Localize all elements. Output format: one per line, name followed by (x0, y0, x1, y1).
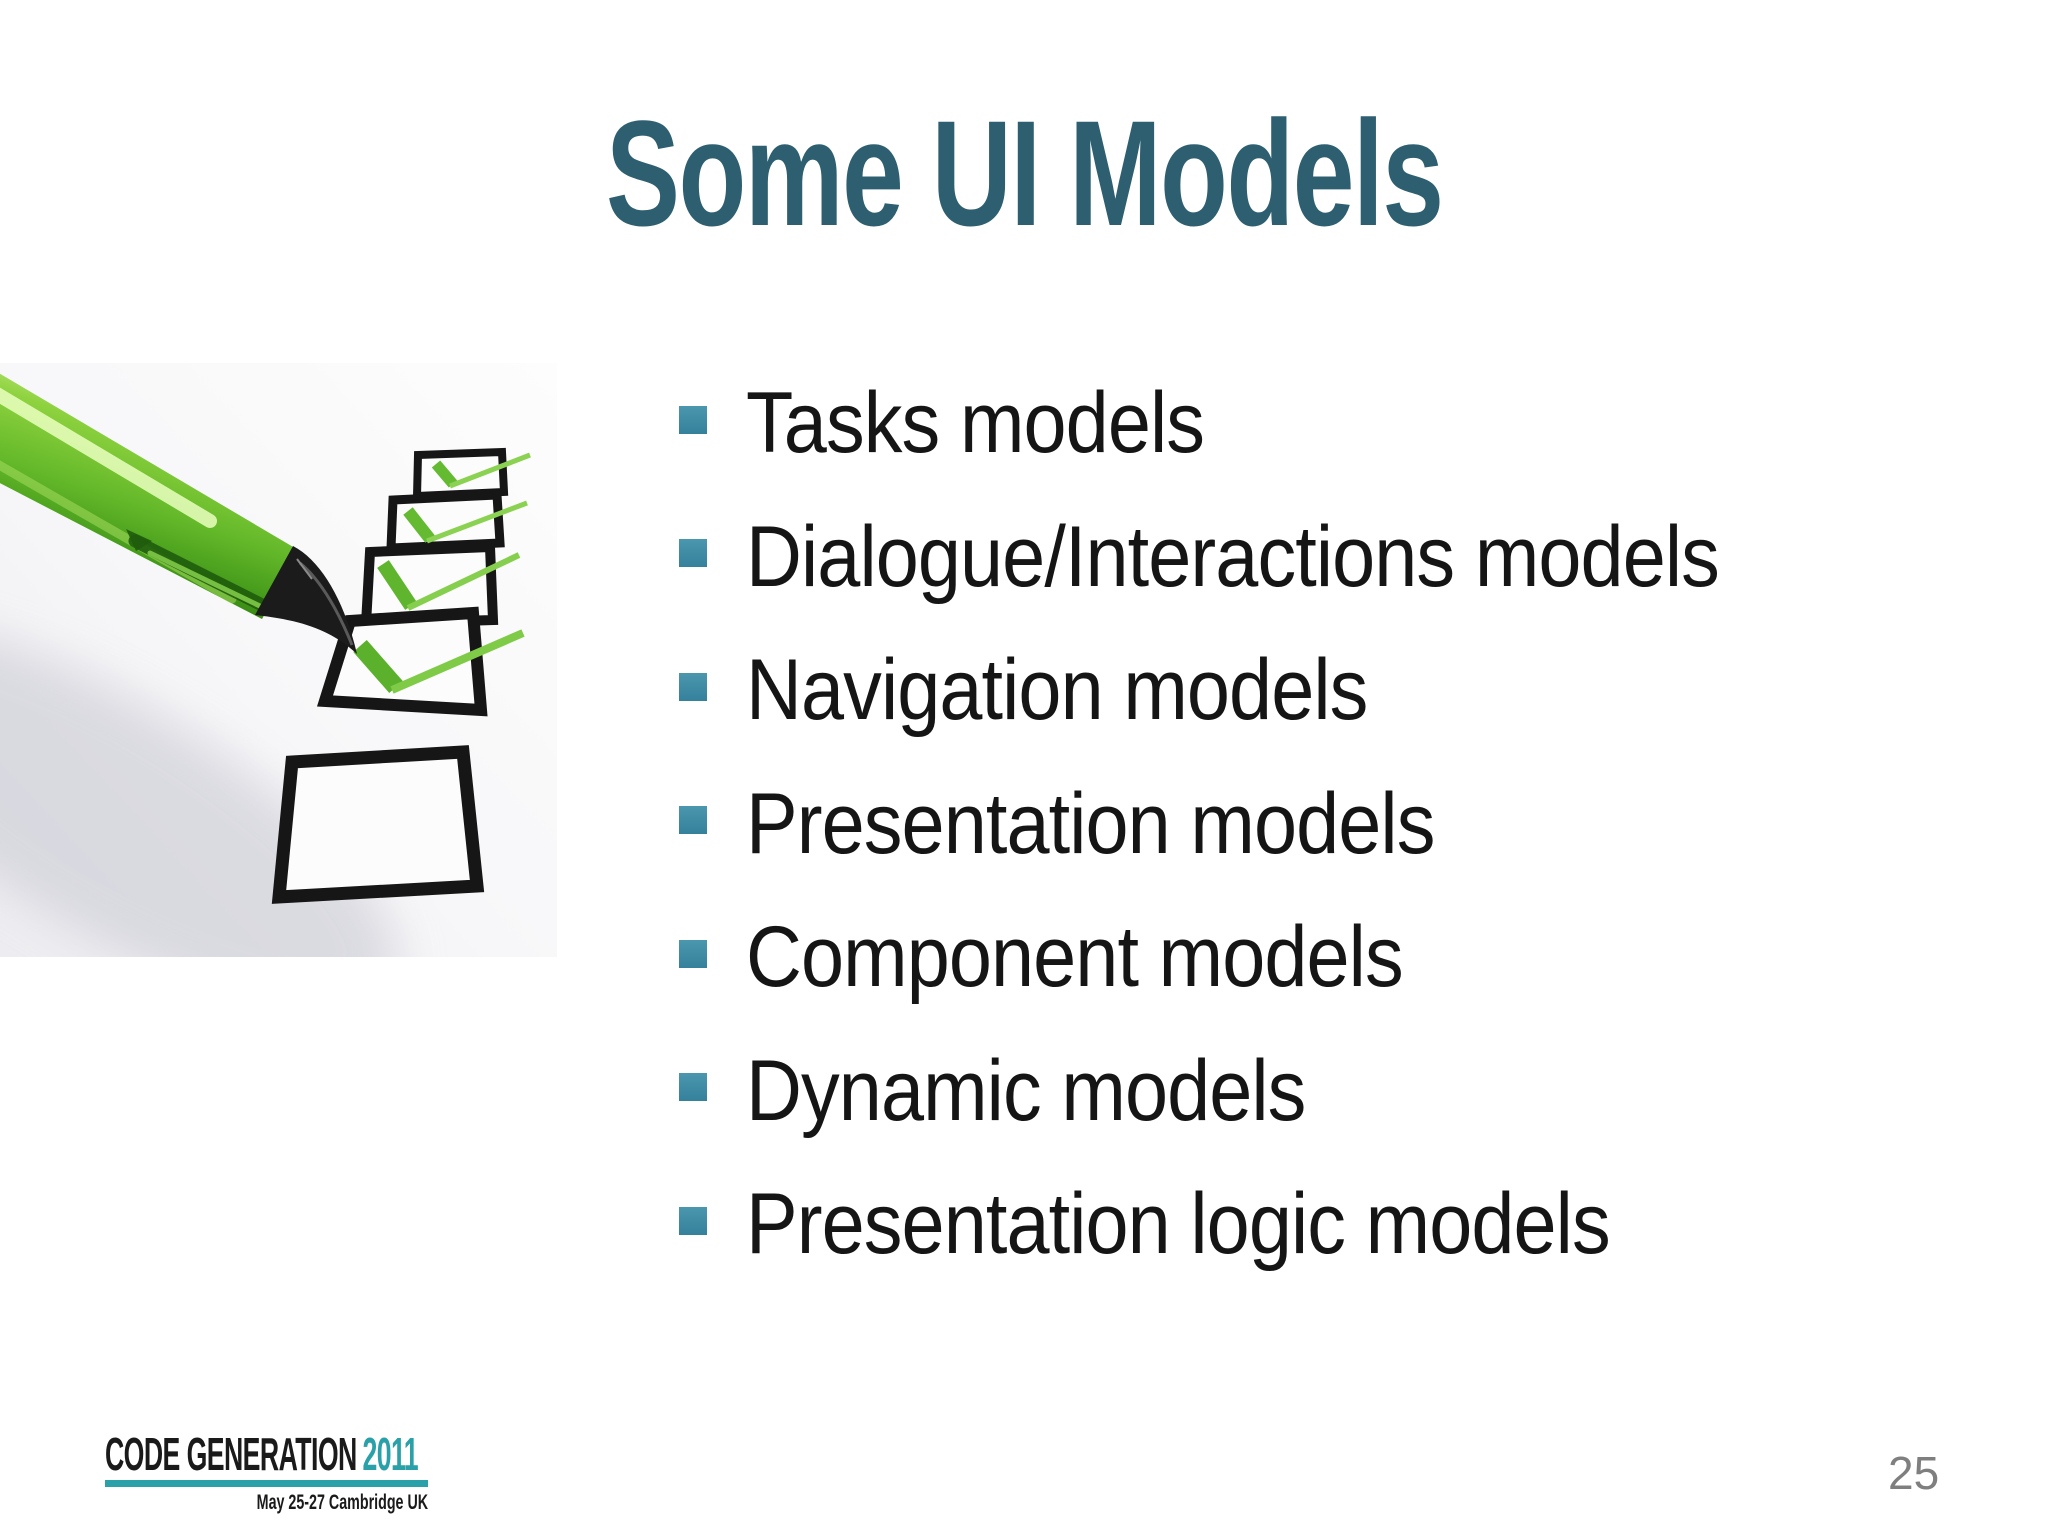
checkmark-icon (403, 500, 528, 544)
bullet-square-icon (679, 405, 707, 434)
checkbox-empty-icon (271, 745, 485, 904)
list-item: Dialogue/Interactions models (679, 491, 1827, 625)
logo-divider (105, 1480, 428, 1487)
list-item: Navigation models (679, 624, 1827, 758)
page-title: Some UI Models (605, 89, 1444, 257)
bullet-label: Dialogue/Interactions models (746, 508, 1720, 605)
pen-icon (0, 373, 357, 654)
list-item: Component models (679, 891, 1827, 1025)
bullet-square-icon (679, 1073, 707, 1102)
checkmark-icon (431, 452, 531, 489)
bullet-square-icon (679, 939, 707, 968)
checkbox-checked-icon (386, 490, 505, 553)
checkbox-checked-icon (412, 447, 509, 501)
bullet-label: Dynamic models (746, 1042, 1306, 1139)
checklist-image (0, 363, 557, 957)
checkmark-icon (377, 552, 521, 611)
logo-tagline: May 25-27 Cambridge UK (256, 1491, 428, 1514)
list-item: Tasks models (679, 357, 1827, 491)
checkbox-checked-icon (360, 541, 499, 630)
checkbox-checked-icon (316, 606, 488, 717)
checkmark-icon (353, 629, 525, 694)
pen-shadow (0, 621, 399, 957)
bullet-square-icon (679, 806, 707, 835)
bullet-label: Component models (746, 909, 1404, 1006)
bullet-label: Presentation logic models (746, 1176, 1611, 1273)
bullet-square-icon (679, 1206, 707, 1235)
title-row: Some UI Models (0, 89, 2048, 257)
bullet-list: Tasks models Dialogue/Interactions model… (679, 357, 1827, 1292)
logo-tagline-row: May 25-27 Cambridge UK (105, 1491, 428, 1515)
page-number: 25 (1888, 1447, 1940, 1499)
list-item: Presentation logic models (679, 1158, 1827, 1292)
bullet-label: Presentation models (746, 775, 1435, 872)
logo-name: CODE GENERATION (105, 1428, 357, 1480)
bullet-square-icon (679, 672, 707, 701)
list-item: Dynamic models (679, 1025, 1827, 1159)
bullet-label: Navigation models (746, 642, 1368, 739)
list-item: Presentation models (679, 758, 1827, 892)
bullet-square-icon (679, 539, 707, 568)
logo-year: 2011 (362, 1428, 419, 1480)
bullet-label: Tasks models (746, 375, 1205, 472)
